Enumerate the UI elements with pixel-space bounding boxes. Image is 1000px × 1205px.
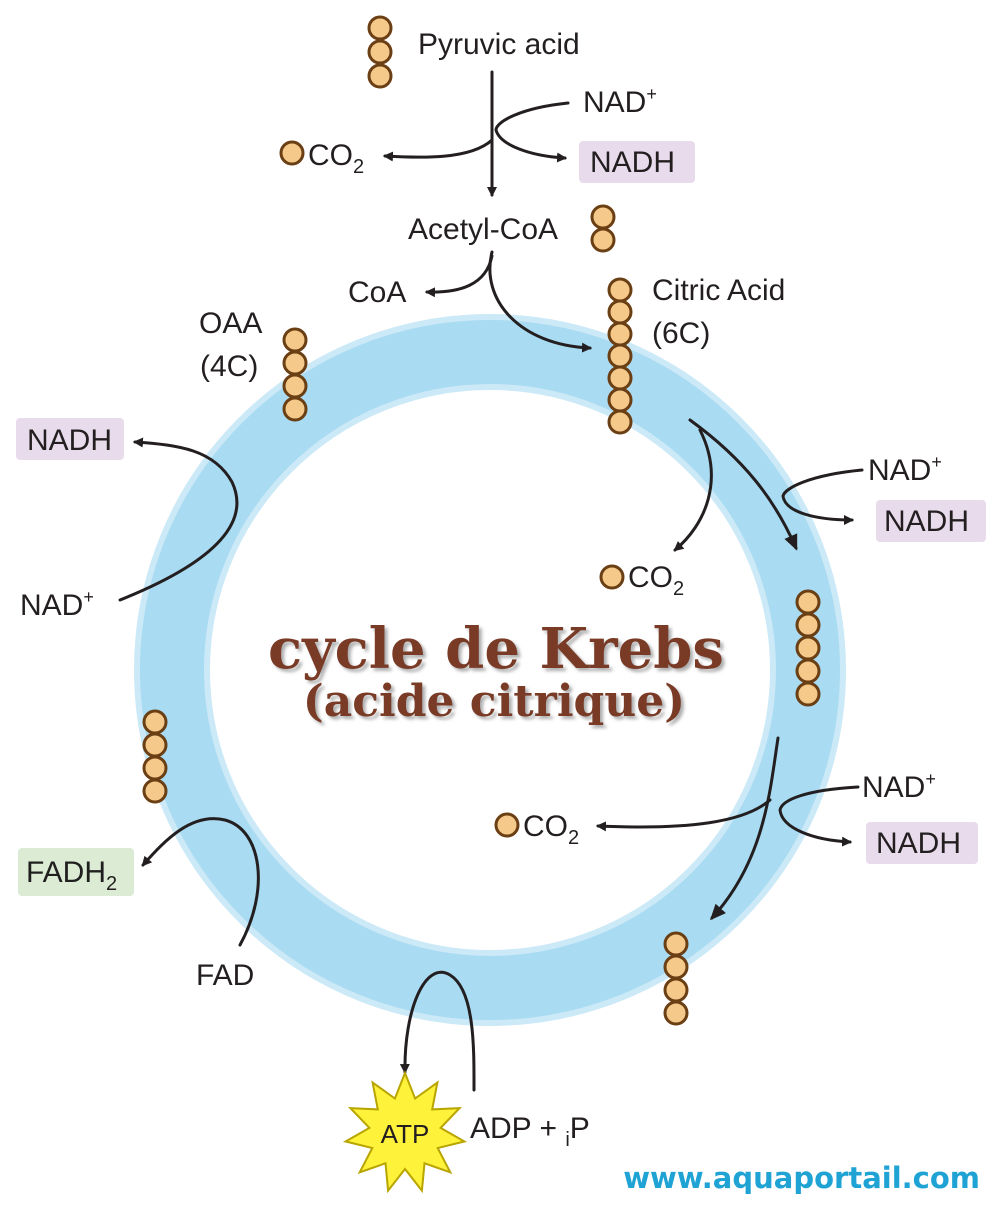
fad-arrow-icon — [141, 817, 260, 947]
succinyl-molecule-icon — [663, 931, 689, 1026]
citric-acid-molecule-icon — [607, 277, 633, 435]
fadh2-box — [18, 848, 134, 896]
nad-right1-label: NAD+ — [868, 452, 942, 487]
co2-top-arrow-icon — [383, 138, 494, 162]
ring-arrow-2-icon — [709, 736, 780, 921]
nadh-right1-label: NADH — [884, 505, 969, 538]
nadh-left-box — [16, 418, 124, 460]
nadh-right2-label: NADH — [876, 827, 961, 860]
nadh-top-box — [579, 141, 695, 183]
fadh2-label: FADH2 — [26, 856, 117, 895]
citric-acid-label: Citric Acid — [652, 274, 785, 307]
nad-left-arrow-icon — [118, 437, 239, 602]
nadh-right2-box — [866, 822, 978, 864]
pyruvic-acid-label: Pyruvic acid — [418, 28, 580, 61]
co2-top-molecule-icon — [279, 140, 305, 166]
co2-right2-arrow-icon — [596, 798, 772, 832]
adp-label: ADP + iP — [470, 1112, 590, 1151]
nadh-right1-box — [876, 500, 986, 542]
co2-right2-label: CO2 — [523, 810, 579, 849]
nadh-left-label: NADH — [27, 424, 112, 457]
co2-right1-molecule-icon — [599, 564, 625, 590]
acetyl-to-citrate-arrow-icon — [488, 250, 592, 353]
coa-arrow-icon — [425, 254, 494, 298]
title-line-1: cycle de Krebs — [268, 616, 724, 682]
pyruvic-acid-molecule-icon — [367, 15, 393, 89]
nad-left-label: NAD+ — [20, 587, 94, 622]
nadh-top-label: NADH — [590, 146, 675, 179]
oaa-carbons-label: (4C) — [200, 350, 258, 383]
oaa-label: OAA — [199, 307, 262, 340]
succinate-molecule-icon — [142, 709, 168, 804]
atp-star-icon: ATP — [342, 1070, 468, 1194]
nad-right1-arrow-icon — [781, 468, 864, 525]
fad-label: FAD — [196, 959, 254, 992]
citric-acid-carbons-label: (6C) — [652, 317, 710, 350]
atp-label: ATP — [381, 1119, 430, 1149]
oaa-molecule-icon — [282, 327, 308, 422]
co2-top-label: CO2 — [308, 139, 364, 178]
diagram-title: cycle de Krebs (acide citrique) — [268, 616, 724, 727]
nad-right2-arrow-icon — [778, 785, 860, 847]
watermark: www.aquaportail.com — [623, 1161, 980, 1195]
co2-right2-molecule-icon — [494, 812, 520, 838]
atp-arrow-icon — [399, 971, 476, 1092]
title-line-2: (acide citrique) — [303, 676, 685, 727]
alpha-ketoglutarate-molecule-icon — [795, 589, 821, 707]
acetyl-coa-molecule-icon — [590, 204, 616, 253]
coa-label: CoA — [348, 276, 406, 309]
nad-right2-label: NAD+ — [862, 769, 936, 804]
ring-arrow-1-icon — [688, 418, 798, 551]
acetyl-coa-label: Acetyl-CoA — [408, 213, 558, 246]
nad-top-label: NAD+ — [583, 84, 657, 119]
nad-top-arrow-icon — [494, 101, 570, 163]
co2-right1-label: CO2 — [628, 561, 684, 600]
co2-right1-arrow-icon — [673, 428, 713, 552]
